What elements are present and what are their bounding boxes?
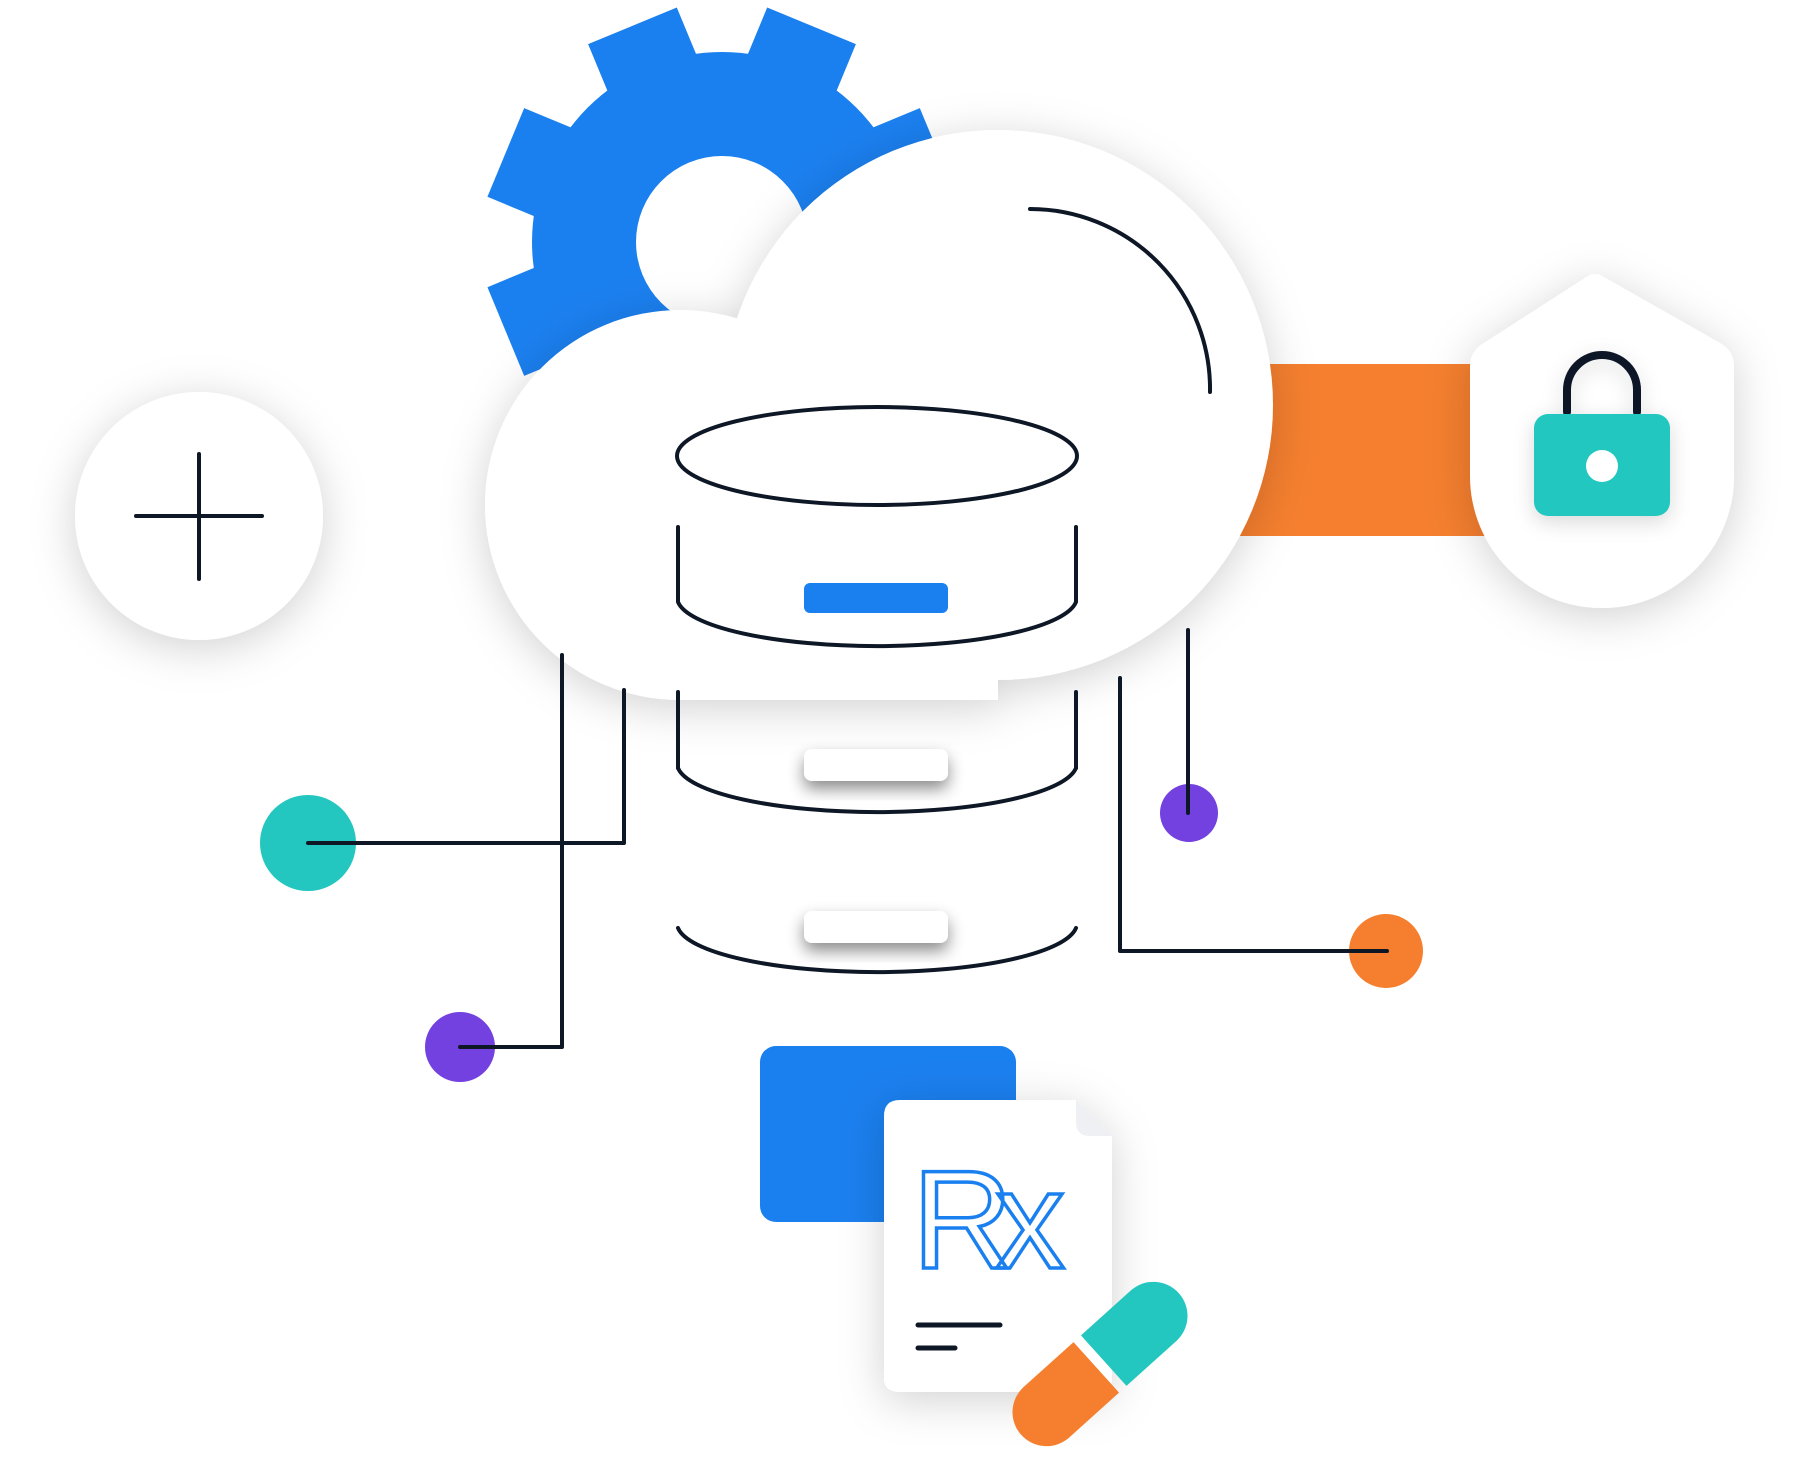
database-lower-sections [676,690,1078,975]
shield-icon [1470,274,1734,608]
database-slot-1 [804,583,948,613]
connector-line-purple-left [460,653,564,1049]
database-section-3-base [676,926,1078,975]
connector-line-teal [306,688,626,845]
pill-capsule-icon [1012,1281,1188,1447]
rx-symbol: Rx [912,1141,1064,1298]
connector-line-orange [1118,676,1389,953]
database-slot-3 [804,911,948,943]
lock-icon [1534,351,1670,516]
cloud-accent-arc [1028,207,1213,394]
database-section-1 [676,525,1078,649]
database-slot-2 [804,749,948,781]
database-icon [675,405,1079,649]
database-section-2-base [676,766,1078,815]
plus-badge [75,392,323,640]
prescription-document-icon: Rx [760,1046,1112,1392]
cloud-icon [485,130,1273,700]
plus-icon [134,452,264,581]
database-top [675,405,1079,507]
